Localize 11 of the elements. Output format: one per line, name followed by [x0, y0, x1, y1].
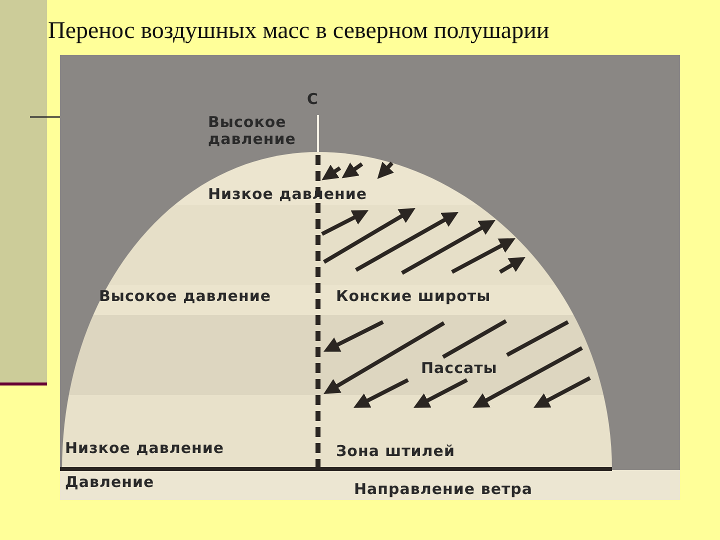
pressure-label: Низкое давление — [208, 186, 368, 203]
wind-label: Пассаты — [421, 360, 498, 377]
pressure-label: Высокое давление — [208, 114, 297, 148]
zone-label: Конские широты — [336, 288, 491, 305]
pressure-label: Высокое давление — [99, 288, 272, 305]
title: Перенос воздушных масс в северном полушарии — [48, 18, 550, 45]
zone-label: Зона штилей — [336, 443, 455, 460]
axis-label: Давление — [65, 474, 154, 491]
compass-label: С — [307, 91, 319, 108]
pressure-label: Низкое давление — [65, 440, 224, 457]
axis-label: Направление ветра — [354, 481, 533, 498]
